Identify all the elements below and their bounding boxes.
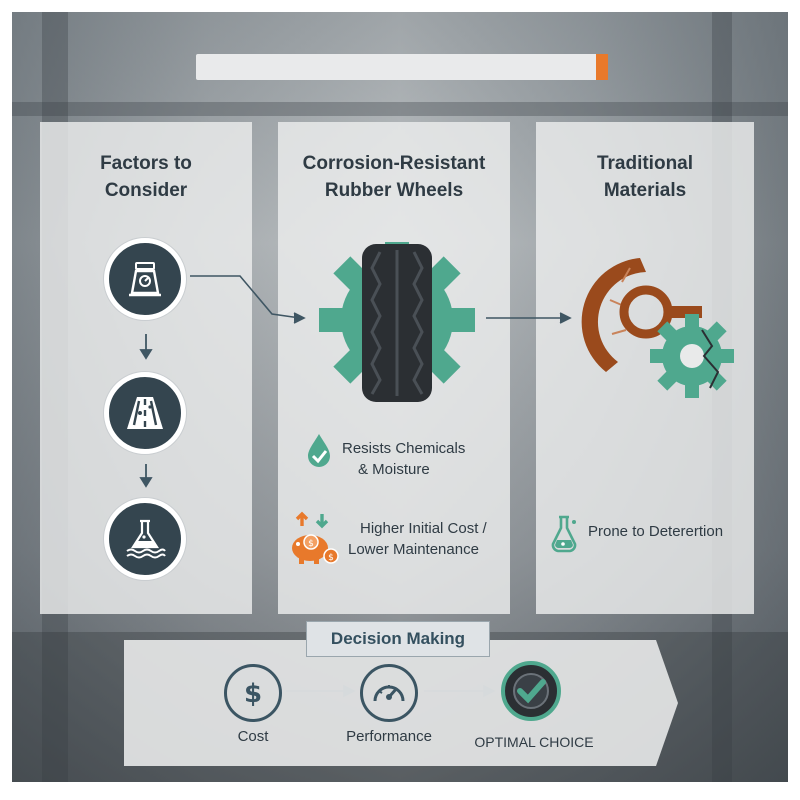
step-label-cost: Cost [237,728,269,745]
decision-arrow-tip [656,640,678,766]
rubber-feature-1-line1: Resists Chemicals [342,440,466,457]
dollar-icon: $ [224,664,282,722]
panel-factors-title-line2: Consider [104,180,188,201]
step-label-optimal-choice: OPTIMAL CHOICE [474,734,594,750]
water-drop-check-icon [308,434,330,467]
corroded-gears-illustration [581,258,734,398]
panel-factors-title: Factors to Consider [40,150,252,204]
gauge-icon [360,664,418,722]
decision-label: Decision Making [306,621,490,657]
title-bar-accent [596,54,608,80]
load-scale-icon [104,238,186,320]
chemical-flask-icon [104,498,186,580]
panel-traditional-title: Traditional Materials [536,150,754,204]
rubber-feature-1-line2: & Moisture [358,461,430,478]
panel-traditional-title-line2: Materials [603,180,687,201]
panel-factors: Factors to Consider [40,122,252,614]
panel-rubber-title-line1: Corrosion-Resistant [302,153,486,174]
piggy-bank-icon: $ $ [292,511,339,564]
panel-rubber-title: Corrosion-Resistant Rubber Wheels [278,150,510,204]
rubber-wheel-gear-illustration [319,242,475,402]
rubber-feature-2-line1: Higher Initial Cost / [360,520,487,537]
rubber-feature-2-line2: Lower Maintenance [348,541,479,558]
connector-factor-down-1 [139,334,153,360]
rubber-feature-1-text: Resists Chemicals & Moisture [342,438,465,480]
panel-factors-title-line1: Factors to [100,153,192,174]
panel-traditional-title-line1: Traditional [596,153,694,174]
traditional-feature-1-text: Prone to Deterertion [588,523,724,540]
road-surface-icon [104,372,186,454]
title-bar [196,54,608,80]
connector-factor-down-2 [139,464,153,488]
connector-rubber-to-traditional [486,312,572,324]
step-label-performance: Performance [346,728,432,745]
rubber-feature-2-text: Higher Initial Cost / Lower Maintenance [348,518,487,560]
flask-icon [551,515,577,553]
panel-rubber-title-line2: Rubber Wheels [324,180,464,201]
svg-text:$: $ [328,553,334,563]
connector-factors-to-rubber [190,275,306,324]
svg-text:$: $ [244,679,262,709]
svg-text:$: $ [308,539,314,549]
